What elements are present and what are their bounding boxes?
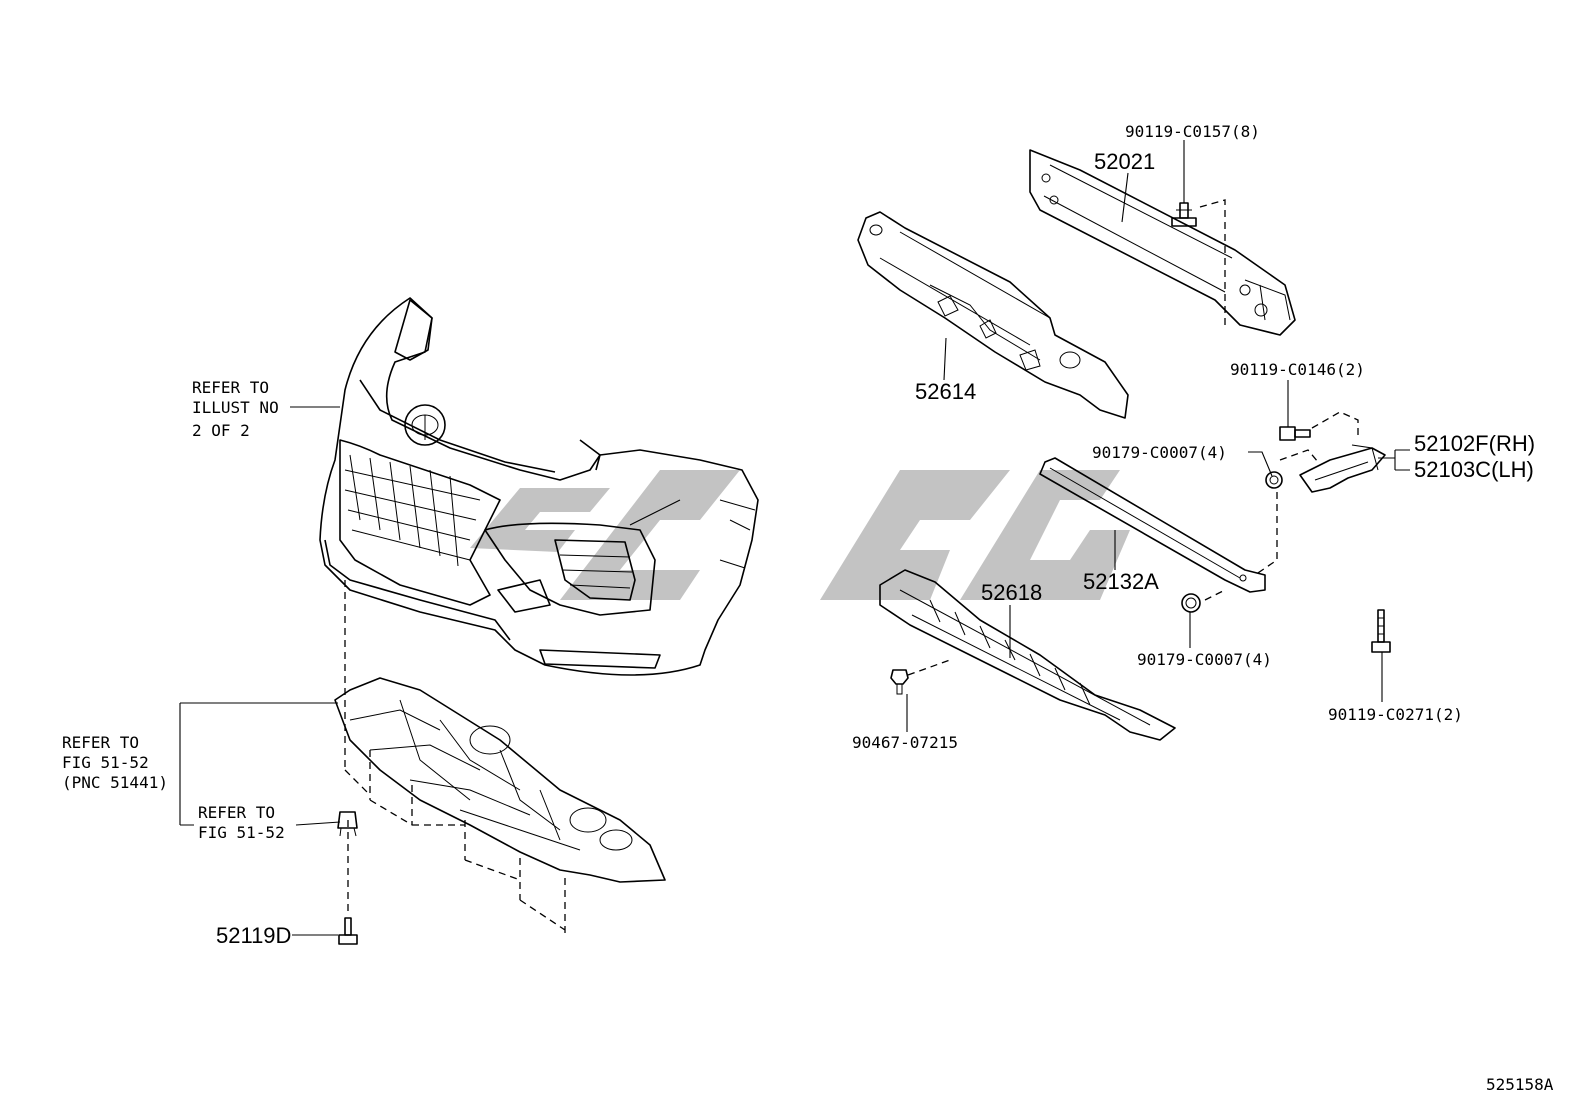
label-52132a: 52132A [1083,569,1159,594]
label-90467-07215: 90467-07215 [852,733,958,752]
label-90119-c0146: 90119-C0146(2) [1230,360,1365,379]
label-52618: 52618 [981,580,1042,605]
energy-absorber-52614 [857,211,1129,419]
label-52103c-lh: 52103C(LH) [1414,457,1534,482]
clip-90467-07215 [890,669,909,695]
align-line-bracket-top [1311,411,1359,440]
note-line: REFER TO [198,803,275,822]
note-refer-illust: REFER TO ILLUST NO 2 OF 2 [192,378,279,440]
note-line: FIG 51-52 [62,753,149,772]
label-90119-c0157: 90119-C0157(8) [1125,122,1260,141]
label-90119-c0271: 90119-C0271(2) [1328,705,1463,724]
bracket-52102f-52103c [1299,444,1386,493]
align-line-52021 [1199,199,1226,330]
note-line: ILLUST NO [192,398,279,417]
bumper-reinforcement-52021 [1029,149,1296,336]
label-52102f-rh: 52102F(RH) [1414,431,1535,456]
align-line-bracket [1279,449,1319,463]
label-52119d: 52119D [216,923,291,948]
alignment-lines-lower [344,580,566,935]
nut-90179-c0007-lower [1181,593,1201,613]
note-refer-fig: REFER TO FIG 51-52 [198,803,285,842]
note-line: REFER TO [62,733,139,752]
label-52021: 52021 [1094,149,1155,174]
align-line-bracket-vertical [1254,492,1278,576]
note-refer-fig-pnc: REFER TO FIG 51-52 (PNC 51441) [62,733,168,792]
leader-lines [179,140,1410,936]
note-line: REFER TO [192,378,269,397]
lower-reinforcement-52132a [1039,457,1266,593]
bolt-90119-c0146 [1279,426,1311,441]
bolt-90119-c0271 [1371,609,1391,653]
note-line: FIG 51-52 [198,823,285,842]
label-52614: 52614 [915,379,976,404]
label-90179-c0007-lower: 90179-C0007(4) [1137,650,1272,669]
bolt-90119-c0157 [1171,202,1197,227]
watermark-logo [470,470,1130,600]
note-line: 2 OF 2 [192,421,250,440]
align-line-52132a [1204,589,1226,601]
clip-fastener [337,811,358,837]
note-line: (PNC 51441) [62,773,168,792]
label-90179-c0007-upper: 90179-C0007(4) [1092,443,1227,462]
screw-52119d [338,917,358,945]
engine-under-cover [334,677,666,883]
front-bumper-cover [319,297,759,676]
nut-90179-c0007-upper [1265,471,1283,489]
diagram-code: 525158A [1486,1075,1554,1094]
align-line-52618 [907,659,951,676]
